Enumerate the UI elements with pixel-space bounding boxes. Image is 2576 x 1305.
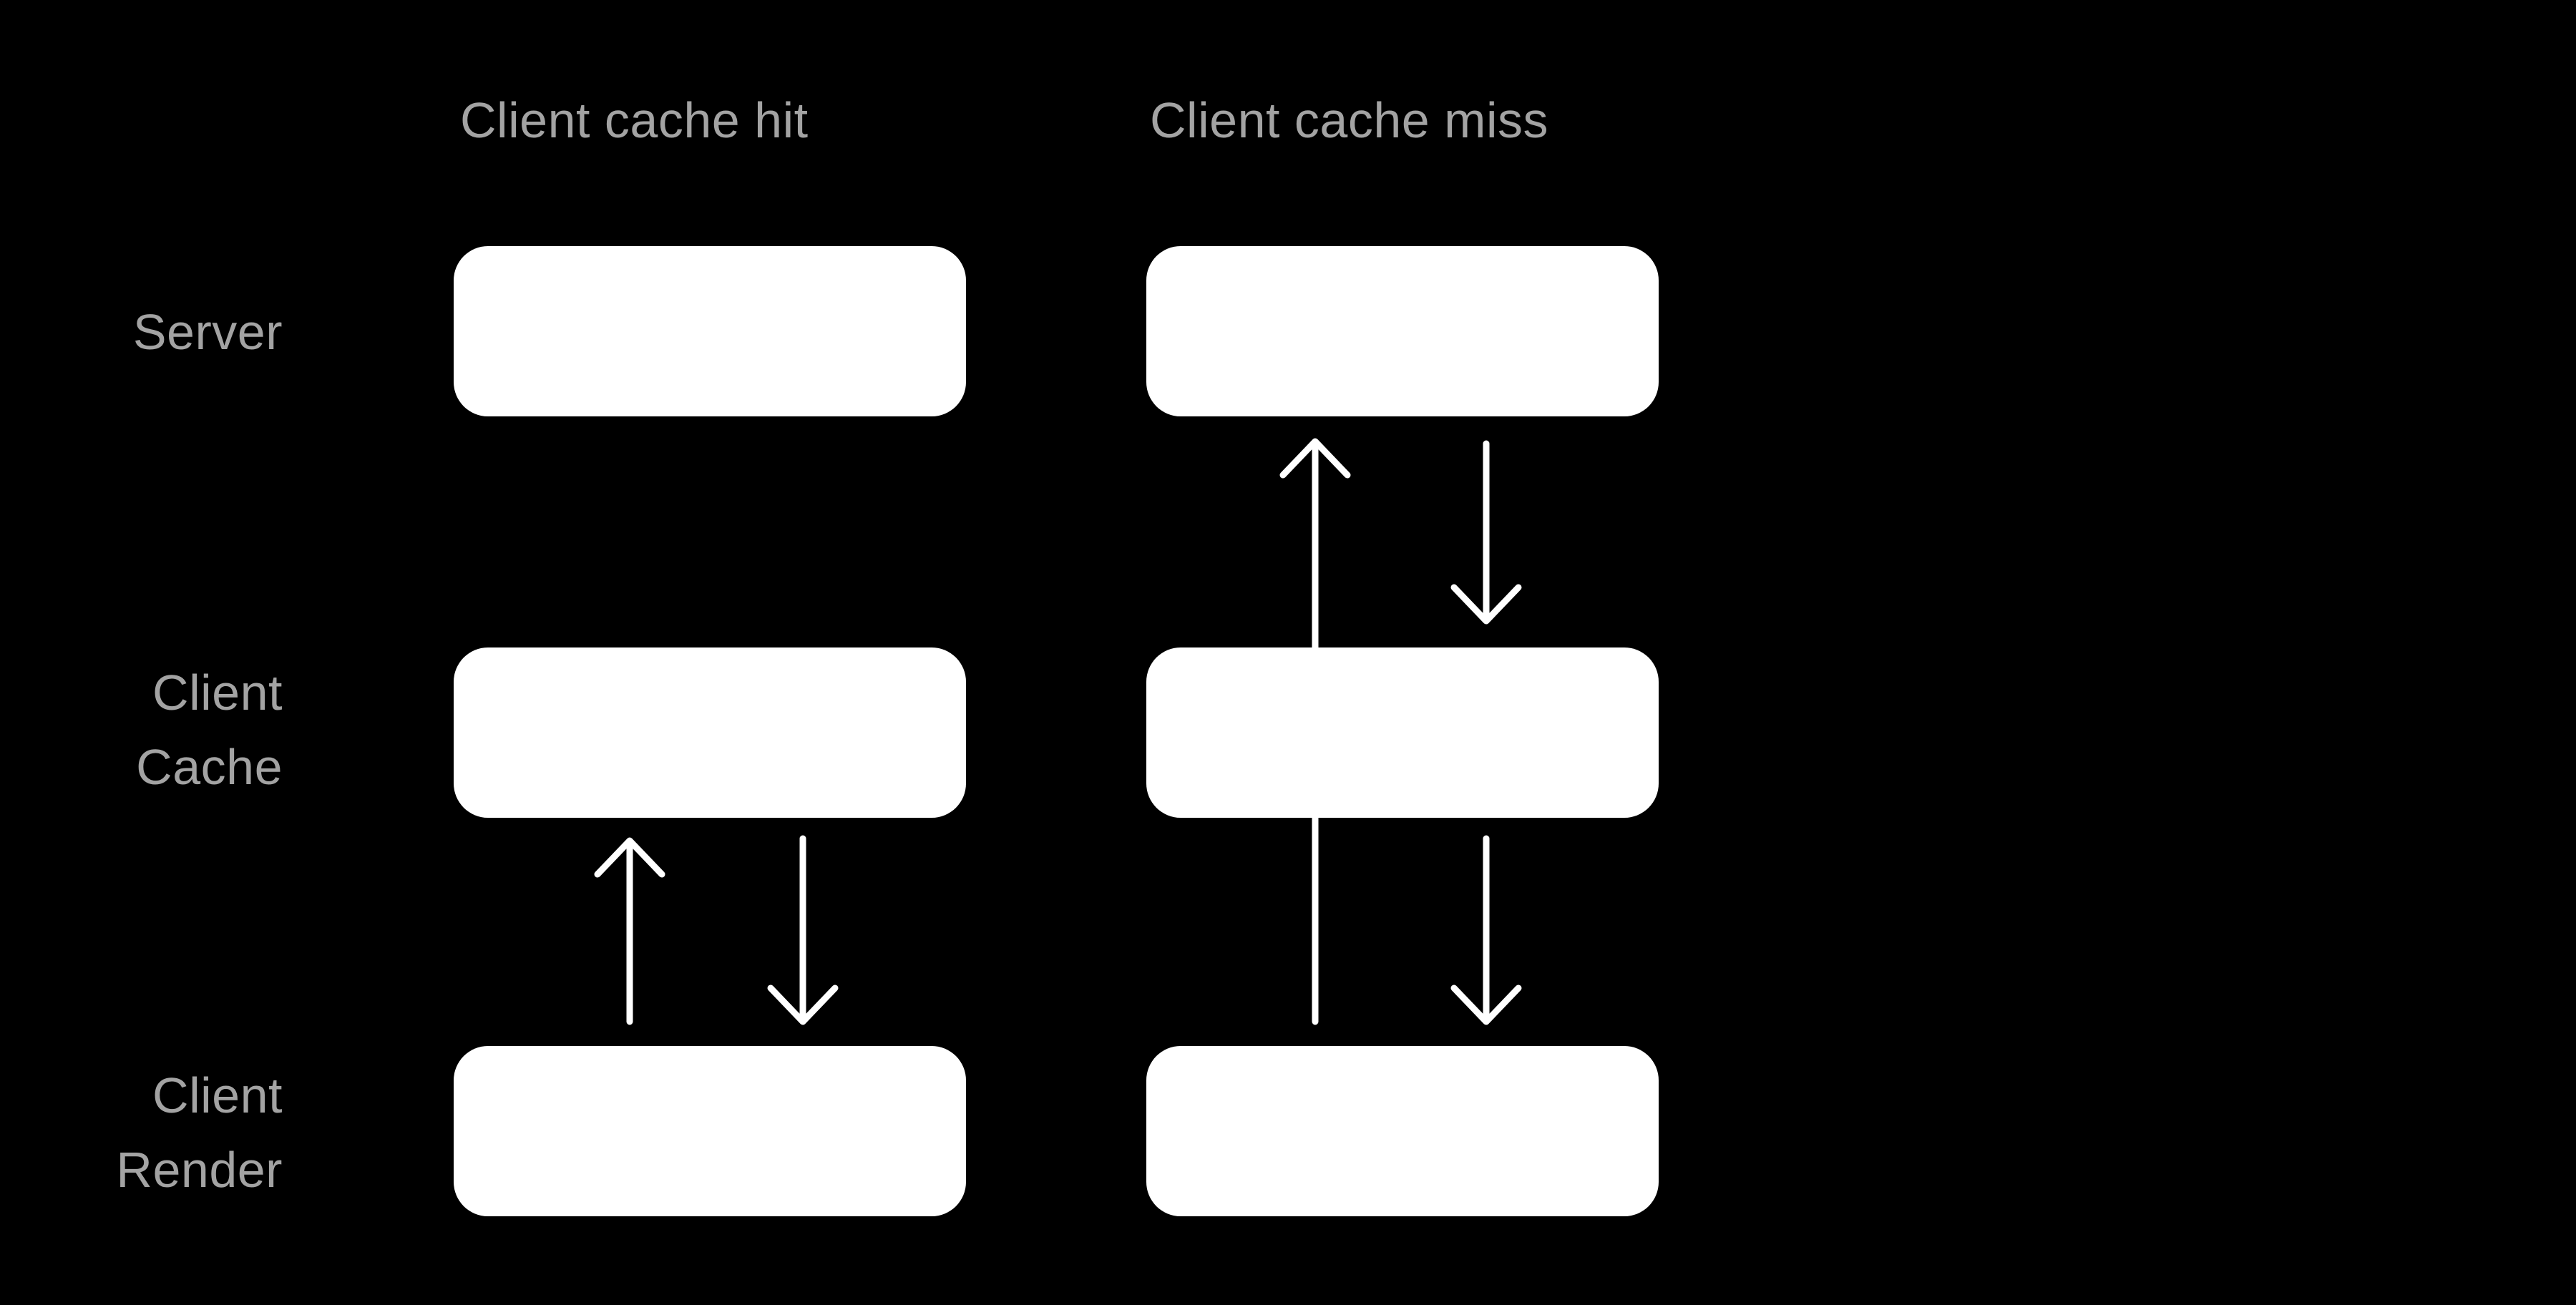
box-client-cache-cache-hit	[454, 647, 966, 818]
arrow-down-cache-to-render-hit-column	[767, 835, 839, 1025]
box-server-cache-hit	[454, 246, 966, 416]
column-header-cache-hit: Client cache hit	[460, 92, 809, 148]
row-label-client-cache-line-1: Client	[152, 665, 283, 720]
row-label-client-cache-line-2: Cache	[136, 739, 283, 795]
row-label-client-cache: Client Cache	[0, 655, 283, 804]
row-label-server: Server	[0, 295, 283, 369]
box-client-render-cache-miss	[1146, 1046, 1659, 1216]
row-label-server-line: Server	[132, 304, 283, 360]
arrow-down-cache-to-render-miss-column	[1450, 835, 1522, 1025]
box-client-render-cache-hit	[454, 1046, 966, 1216]
column-header-cache-miss: Client cache miss	[1150, 92, 1549, 148]
box-client-cache-cache-miss	[1146, 647, 1659, 818]
row-label-client-render-line-2: Render	[116, 1142, 283, 1198]
arrow-down-server-to-cache-miss-column	[1450, 440, 1522, 625]
row-label-client-render-line-1: Client	[152, 1067, 283, 1123]
row-label-client-render: Client Render	[0, 1058, 283, 1207]
box-server-cache-miss	[1146, 246, 1659, 416]
arrow-up-render-to-cache-hit-column	[594, 837, 665, 1025]
